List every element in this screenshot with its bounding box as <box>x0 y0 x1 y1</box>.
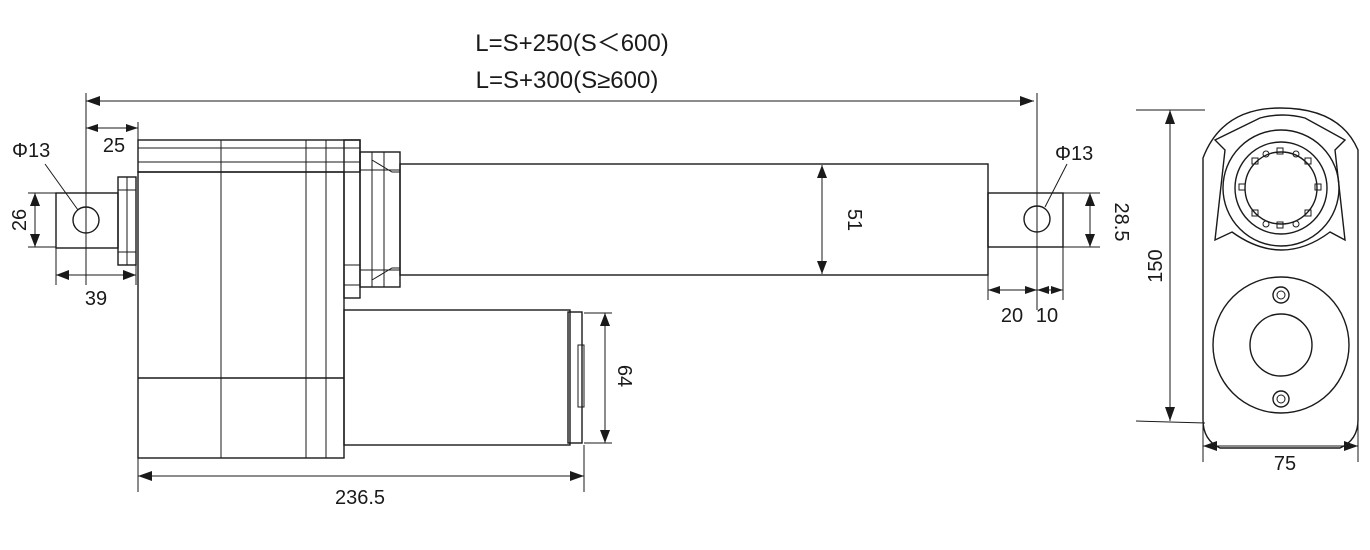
overall-length-dimension <box>85 93 1038 310</box>
length-formula-line1: L=S+250(S＜600) <box>475 30 668 57</box>
motor-height-label: 64 <box>613 365 635 387</box>
tube-diameter-dimension <box>817 165 827 274</box>
outer-tube <box>399 163 989 276</box>
rear-offset-label: 25 <box>103 135 125 157</box>
body-length-dimension <box>137 445 585 492</box>
end-width-dimension <box>1202 420 1359 462</box>
motor <box>343 309 585 446</box>
motor-height-dimension <box>584 312 612 444</box>
rear-hole-diameter-label: Φ13 <box>12 140 50 162</box>
rear-hole <box>72 206 100 234</box>
front-rod-end <box>987 192 1064 248</box>
front-height-dimension <box>1063 192 1100 248</box>
rear-width-label: 39 <box>85 288 107 310</box>
front-length-dimension <box>987 247 1064 300</box>
rear-mount <box>55 176 137 266</box>
tube-clamp <box>359 151 401 288</box>
end-height-dimension <box>1135 109 1206 424</box>
gearbox-housing <box>137 139 361 459</box>
rear-height-dimension <box>28 192 56 248</box>
end-width-label: 75 <box>1274 453 1296 475</box>
front-length-b-label: 10 <box>1036 305 1058 327</box>
front-hole <box>1023 205 1051 233</box>
body-length-label: 236.5 <box>335 487 385 509</box>
front-height-label: 28.5 <box>1110 203 1132 242</box>
tube-diameter-label: 51 <box>843 209 865 231</box>
end-height-label: 150 <box>1145 249 1167 282</box>
end-view <box>1202 107 1359 449</box>
front-hole-diameter-label: Φ13 <box>1055 143 1093 165</box>
length-formula-line2: L=S+300(S≥600) <box>476 67 659 94</box>
rear-height-label: 26 <box>9 209 31 231</box>
rear-width-dimension <box>55 248 137 285</box>
front-length-a-label: 20 <box>1001 305 1023 327</box>
